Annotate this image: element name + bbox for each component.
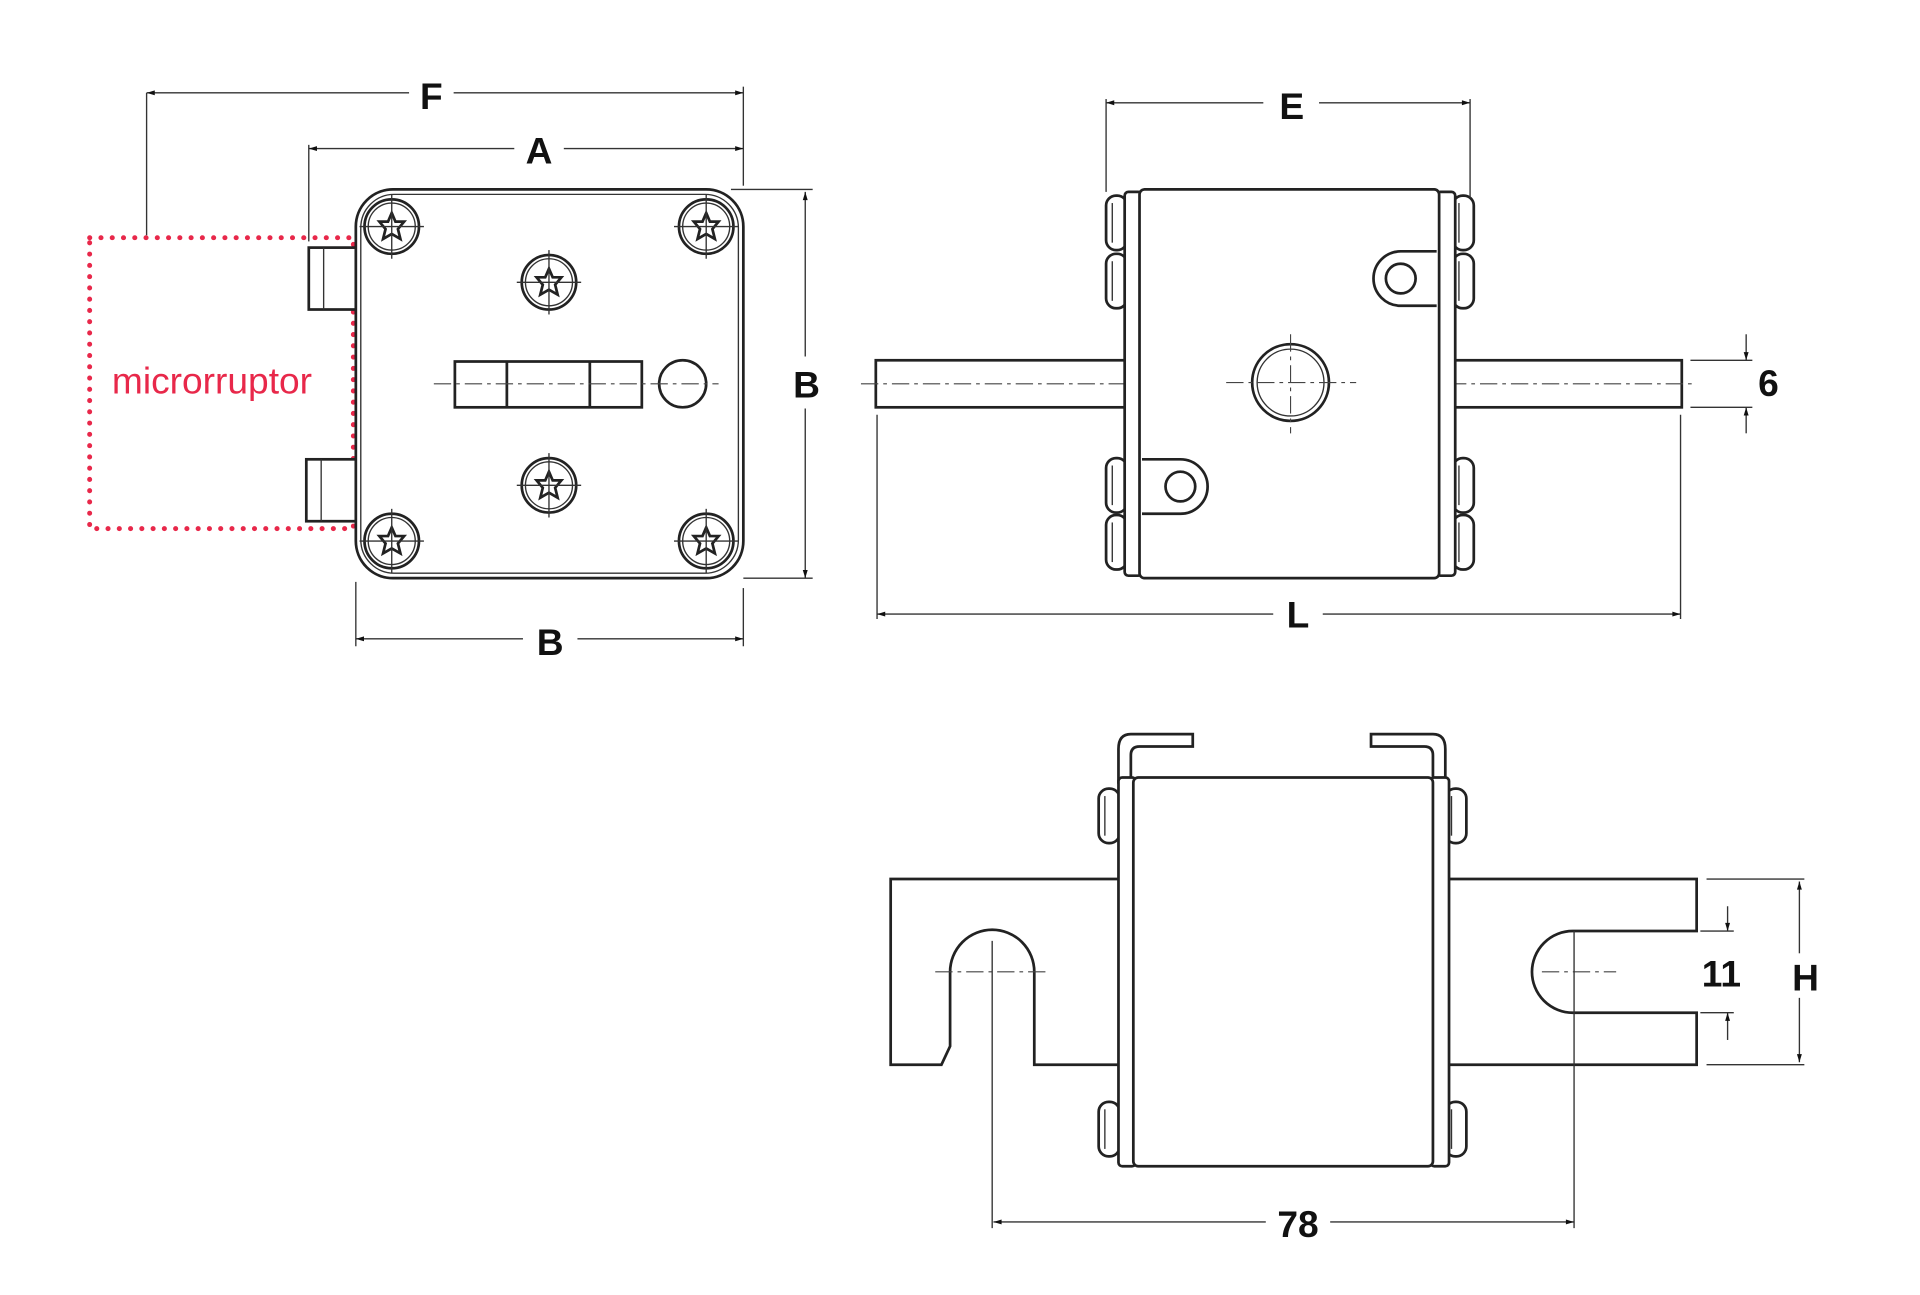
dimension-B-horizontal: B bbox=[537, 621, 564, 663]
dimension-78: 78 bbox=[1277, 1203, 1318, 1245]
dimension-B-vertical: B bbox=[793, 363, 820, 405]
tab-bottom bbox=[304, 457, 360, 523]
clip-right bbox=[1369, 732, 1447, 784]
lug-top bbox=[1372, 249, 1437, 308]
front-view: microrruptor F A B bbox=[87, 75, 820, 663]
side-view: E L 6 bbox=[860, 85, 1779, 636]
microswitch-label: microrruptor bbox=[112, 360, 312, 402]
terminal-right bbox=[1445, 877, 1699, 1067]
dimension-11: 11 bbox=[1702, 953, 1741, 995]
dimension-L: L bbox=[1287, 594, 1310, 636]
dimension-E: E bbox=[1279, 85, 1304, 127]
microswitch-outline bbox=[87, 235, 356, 532]
lug-bottom bbox=[1141, 457, 1209, 516]
tab-top bbox=[307, 246, 360, 311]
dimension-A: A bbox=[526, 129, 553, 171]
bottom-view: 78 11 H bbox=[889, 732, 1819, 1245]
indicator-window bbox=[453, 360, 644, 409]
clip-left bbox=[1117, 732, 1195, 784]
dimension-H: H bbox=[1792, 956, 1819, 998]
bottom-body bbox=[1131, 776, 1435, 1168]
dimension-F: F bbox=[420, 75, 443, 117]
side-body bbox=[1138, 188, 1441, 580]
terminal-left bbox=[889, 877, 1123, 1067]
dimension-6: 6 bbox=[1758, 362, 1779, 404]
